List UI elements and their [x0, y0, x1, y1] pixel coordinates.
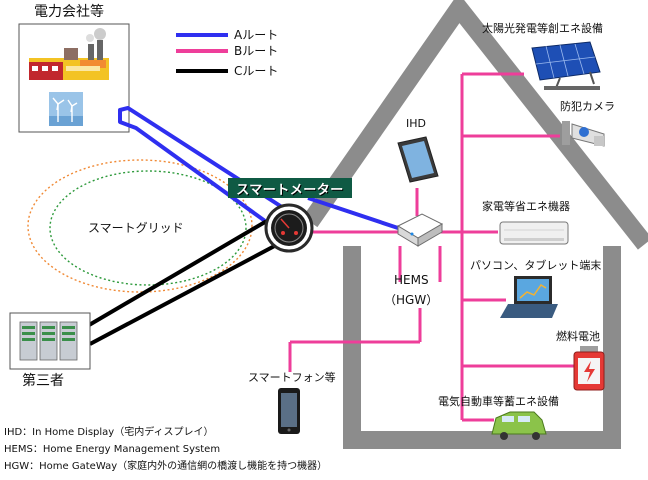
air-conditioner-icon [499, 221, 569, 245]
footnote-hgw: HGW：Home GateWay（家庭内外の通信網の橋渡し機能を持つ機器） [4, 461, 328, 472]
a-route-line [118, 106, 287, 228]
footnotes: IHD：In Home Display（宅内ディスプレイ） HEMS：Home … [4, 424, 327, 475]
security-camera-icon [562, 121, 605, 147]
wind-turbine-icon [49, 92, 83, 126]
smartphone-icon [278, 388, 300, 434]
b-route-lines [288, 72, 578, 422]
legend-c-route: Cルート [176, 62, 278, 79]
legend-b-route: Bルート [176, 42, 278, 59]
laptop-icon [500, 276, 558, 318]
ihd-tablet-icon [397, 136, 439, 183]
hgw-label: （HGW） [384, 293, 439, 307]
smart-meter-icon [264, 203, 314, 253]
solar-label: 太陽光発電等創エネ設備 [482, 22, 603, 35]
ihd-label: IHD [406, 117, 426, 130]
server-icon [19, 321, 78, 361]
third-party-label: 第三者 [22, 373, 64, 389]
hems-label: HEMS [394, 273, 429, 287]
solar-panel-icon [531, 41, 601, 90]
smartphone-label: スマートフォン等 [248, 371, 336, 384]
power-company-label: 電力会社等 [34, 4, 104, 20]
legend-a-route: Aルート [176, 26, 278, 43]
camera-label: 防犯カメラ [560, 100, 615, 113]
appliance-label: 家電等省エネ機器 [482, 200, 570, 213]
legend-swatch-b [176, 48, 228, 53]
legend-swatch-a [176, 32, 228, 37]
fuel-cell-label: 燃料電池 [556, 330, 600, 343]
a-route-line-house [307, 196, 399, 230]
smart-meter-label: スマートメーター [228, 178, 352, 198]
ev-label: 電気自動車等蓄エネ設備 [438, 395, 559, 408]
c-route-line [82, 220, 284, 346]
battery-icon [573, 346, 605, 391]
pc-tablet-label: パソコン、タブレット端末 [470, 259, 602, 272]
legend-label-a: Aルート [234, 28, 279, 42]
smart-grid-ellipse-inner [49, 170, 247, 286]
legend-label-b: Bルート [234, 44, 279, 58]
footnote-ihd: IHD：In Home Display（宅内ディスプレイ） [4, 427, 214, 438]
legend-label-c: Cルート [234, 64, 279, 78]
factory-icon [29, 28, 109, 80]
electric-car-icon [491, 411, 547, 440]
legend-swatch-c [176, 68, 228, 73]
smart-grid-label: スマートグリッド [88, 221, 184, 235]
footnote-hems: HEMS：Home Energy Management System [4, 444, 221, 455]
hems-router-icon [396, 213, 444, 247]
smart-grid-ellipse-outer [27, 159, 253, 293]
